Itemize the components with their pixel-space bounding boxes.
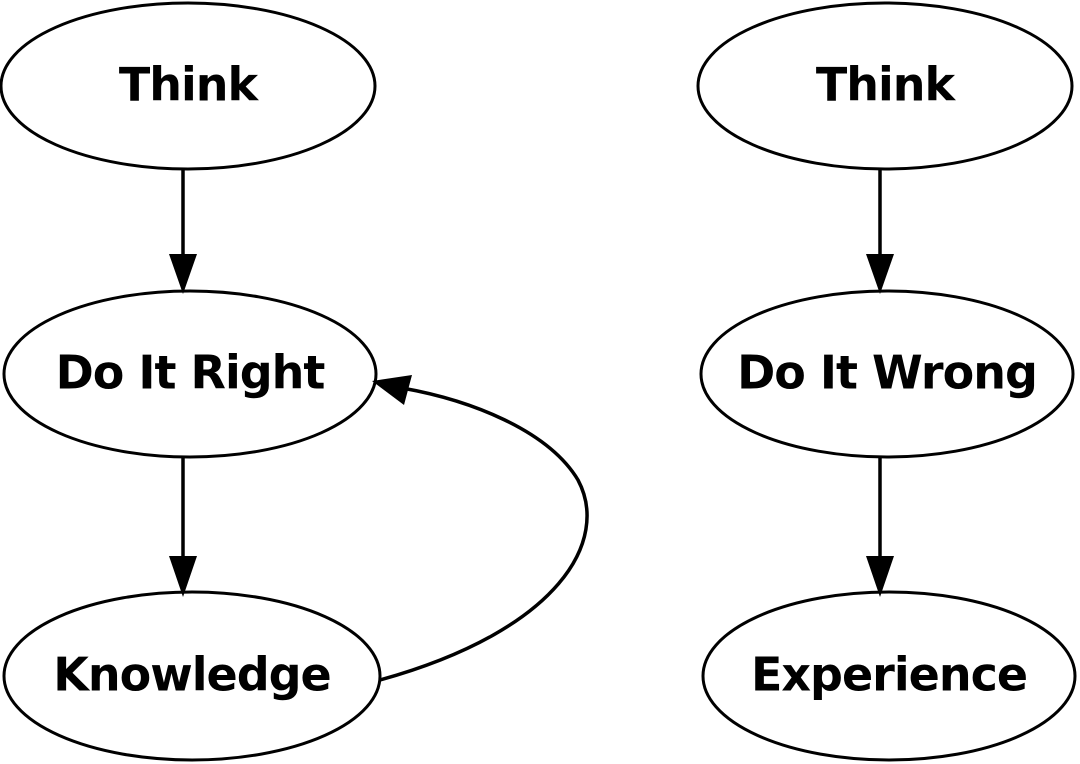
edge-think-to-do-it-right [169,170,197,294]
arrowhead-down-icon [866,556,894,597]
node-do-it-wrong: Do It Wrong [699,289,1075,459]
arrowhead-down-icon [169,556,197,597]
edge-knowledge-to-do-it-right [372,375,589,682]
node-do-it-right-label: Do It Right [56,346,325,400]
node-do-it-right: Do It Right [2,289,378,459]
node-think-right-shape [696,1,1074,171]
node-think-right: Think [696,1,1074,171]
node-think-left: Think [0,1,377,171]
node-experience-label: Experience [751,648,1027,702]
arrowhead-down-icon [866,254,894,294]
node-think-left-shape [0,1,377,171]
edge-think-to-do-it-wrong [866,170,894,294]
node-think-right-label: Think [816,58,957,112]
edge-do-it-wrong-to-experience [866,458,894,597]
right-flow: Think Do It Wrong Experience [696,1,1077,762]
node-do-it-wrong-label: Do It Wrong [737,346,1037,400]
edge-knowledge-loop-curve [379,386,589,682]
node-do-it-right-shape [2,289,378,459]
node-do-it-wrong-shape [699,289,1075,459]
arrowhead-left-icon [372,375,412,405]
edge-do-it-right-to-knowledge [169,458,197,597]
node-knowledge-shape [2,590,382,762]
node-experience: Experience [701,590,1077,762]
node-knowledge-label: Knowledge [53,648,331,702]
node-knowledge: Knowledge [2,590,382,762]
node-experience-shape [701,590,1077,762]
node-think-left-label: Think [119,58,260,112]
left-flow: Think Do It Right Knowledge [0,1,589,762]
arrowhead-down-icon [169,254,197,294]
